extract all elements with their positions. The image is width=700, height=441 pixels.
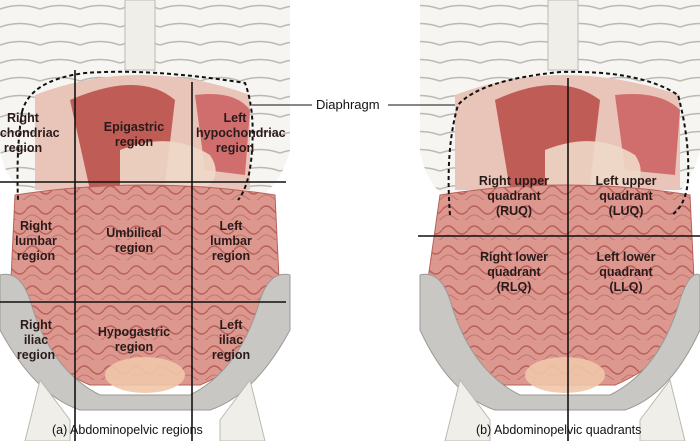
label-line: lumbar — [15, 234, 57, 248]
diaphragm-outline-b — [447, 70, 690, 216]
label-line: hypochondriac — [196, 126, 286, 140]
label-line: region — [211, 249, 251, 263]
label-line: region — [114, 241, 154, 255]
label-line: Right — [7, 111, 39, 125]
quadrant-label-ruq: Right upper quadrant (RUQ) — [466, 174, 562, 219]
diaphragm-label: Diaphragm — [316, 97, 380, 112]
label-line: Right — [20, 219, 52, 233]
label-line: region — [114, 340, 154, 354]
label-line: hypochondriac — [0, 126, 60, 140]
label-line: (LUQ) — [608, 204, 644, 218]
label-line: lumbar — [210, 234, 252, 248]
region-label-right-lumbar: Right lumbar region — [8, 219, 64, 264]
label-line: (LLQ) — [609, 280, 643, 294]
label-line: region — [16, 249, 56, 263]
region-label-left-hypochondriac: Left hypochondriac region — [196, 111, 286, 156]
label-line: Left upper — [595, 174, 657, 188]
label-line: Left lower — [596, 250, 656, 264]
label-line: quadrant — [599, 265, 653, 279]
label-line: (RLQ) — [496, 280, 532, 294]
diaphragm-outline-a — [21, 70, 254, 201]
label-line: region — [211, 348, 251, 362]
quadrant-label-luq: Left upper quadrant (LUQ) — [578, 174, 674, 219]
label-line: iliac — [23, 333, 49, 347]
region-label-right-iliac: Right iliac region — [8, 318, 64, 363]
label-line: quadrant — [599, 189, 653, 203]
label-line: (RUQ) — [495, 204, 533, 218]
pelvis-b — [419, 273, 700, 411]
caption-panel-a: (a) Abdominopelvic regions — [52, 423, 203, 437]
label-line: Right lower — [479, 250, 549, 264]
label-line: Umbilical — [106, 226, 162, 240]
label-line: Right — [20, 318, 52, 332]
quadrant-label-rlq: Right lower quadrant (RLQ) — [466, 250, 562, 295]
caption-panel-b: (b) Abdominopelvic quadrants — [476, 423, 642, 437]
region-label-left-lumbar: Left lumbar region — [200, 219, 262, 264]
label-line: Right upper — [478, 174, 550, 188]
label-line: Hypogastric — [97, 325, 171, 339]
label-line: region — [114, 135, 154, 149]
label-line: Epigastric — [103, 120, 165, 134]
label-line: Left — [219, 219, 243, 233]
label-line: region — [16, 348, 56, 362]
label-line: Left — [223, 111, 247, 125]
quadrant-label-llq: Left lower quadrant (LLQ) — [578, 250, 674, 295]
region-label-right-hypochondriac: Right hypochondriac region — [0, 111, 60, 156]
label-line: iliac — [218, 333, 244, 347]
label-line: region — [3, 141, 43, 155]
region-label-left-iliac: Left iliac region — [200, 318, 262, 363]
region-label-hypogastric: Hypogastric region — [88, 325, 180, 355]
region-label-epigastric: Epigastric region — [88, 120, 180, 150]
label-line: Left — [219, 318, 243, 332]
pelvis-a — [0, 273, 291, 411]
region-label-umbilical: Umbilical region — [88, 226, 180, 256]
label-line: region — [215, 141, 255, 155]
label-line: quadrant — [487, 189, 541, 203]
panel-b-art — [418, 0, 700, 441]
panel-a-art — [0, 0, 291, 441]
label-line: quadrant — [487, 265, 541, 279]
